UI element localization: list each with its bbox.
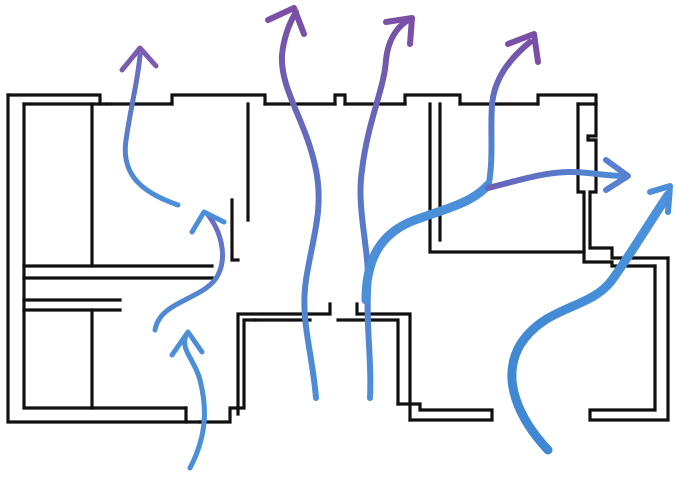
airflow-arrow-right-diagonal [507, 183, 673, 455]
interior-wall-right-room [428, 102, 586, 254]
outer-wall-top [6, 93, 598, 106]
airflow-arrow-center-right [357, 15, 415, 401]
interior-wall-left-horizontal [22, 264, 214, 312]
arrow-head-icon [119, 45, 159, 73]
outer-wall-right [576, 102, 670, 268]
arrow-head-icon [647, 183, 673, 215]
airflow-arrow-center-left [265, 5, 322, 401]
outer-wall-center-bottom [253, 318, 400, 406]
airflow-arrow-split-right [485, 157, 631, 193]
outer-wall-left [6, 93, 202, 424]
airflow-arrow-left-inner [152, 209, 227, 333]
arrow-head-icon [189, 209, 227, 235]
arrow-head-icon [505, 31, 541, 65]
arrow-head-icon [603, 157, 631, 193]
arrow-head-icon [383, 15, 415, 47]
airflow-arrow-left-outer [169, 329, 207, 471]
airflow-arrow-split-top [485, 31, 541, 191]
airflow-arrow-split-sweep [361, 180, 493, 305]
interior-wall-mid-small [230, 198, 240, 262]
outer-wall-bottom-left-step-inner [236, 302, 412, 422]
arrow-head-icon [265, 5, 307, 37]
airflow-arrows [119, 5, 673, 471]
outer-wall-bottom-right [396, 256, 670, 422]
airflow-arrow-left-rising [119, 45, 181, 208]
arrow-head-icon [169, 329, 205, 358]
floor-plan-walls [6, 93, 670, 424]
